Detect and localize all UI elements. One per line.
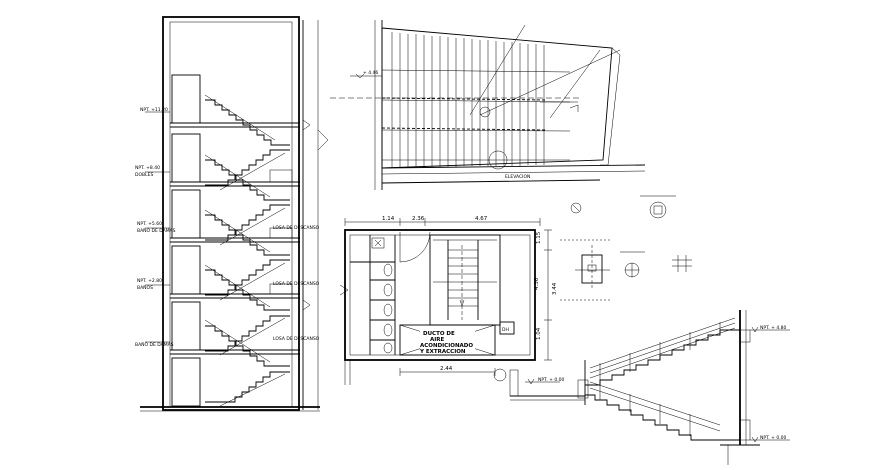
level-label: NPT. +2.80 — [137, 278, 162, 284]
duct-note-line: Y EXTRACCION — [419, 349, 466, 355]
dim-right-2: 4.36 — [534, 277, 540, 290]
level-note: BAÑOS — [137, 284, 153, 291]
toilet-fixtures — [383, 263, 393, 354]
level-top: NPT. + 4.80 — [760, 325, 787, 331]
level-note: BAÑO DE DAMAS — [135, 341, 174, 348]
stair-elevation-top: + 4.46 ELEVACION — [330, 20, 646, 190]
stair-floor-plan: 1.14 2.36 4.67 — [339, 216, 558, 385]
level-mid: NPT. + 0.00 — [538, 377, 565, 383]
elevation-level: + 4.46 — [363, 70, 378, 76]
stair-section-left: NPT. +11.20 NPT. +8.40 DOBLES NPT. +5.60… — [135, 16, 329, 412]
detail-symbols — [560, 195, 692, 301]
dim-top-3: 4.67 — [475, 216, 488, 222]
plan-tag: DH — [502, 327, 509, 333]
level-bottom: NPT. + 0.00 — [760, 435, 787, 441]
level-note: DOBLES — [135, 172, 153, 178]
dim-top-1: 1.14 — [382, 216, 395, 222]
duct-note-line: ACONDICIONADO — [420, 343, 473, 349]
dim-top-2: 2.36 — [412, 216, 425, 222]
duct-note-line: AIRE — [430, 337, 445, 343]
level-label: NPT. +8.40 — [135, 165, 160, 171]
stair-treads-plan — [433, 239, 497, 307]
dim-right-4: 1.04 — [536, 327, 542, 340]
level-note: BAÑO DE DAMAS — [137, 227, 176, 234]
dim-right-1: 1.15 — [536, 231, 542, 244]
plan-outer-wall — [344, 229, 536, 361]
callout: LOSA DE DESCANSO — [273, 225, 320, 231]
section-outer-wall — [162, 16, 300, 411]
stair-flights-section — [205, 99, 290, 403]
stair-section-bottom-right: NPT. + 0.00 NPT. + 4.80 NPT. + 0.00 — [493, 310, 790, 465]
callout: LOSA DE DESCANSO — [273, 281, 320, 287]
elevation-label: ELEVACION — [505, 174, 530, 180]
dim-bottom: 2.44 — [440, 366, 453, 372]
callout: LOSA DE DESCANSO — [273, 336, 320, 342]
level-label: NPT. +5.60 — [137, 221, 162, 227]
level-label: NPT. +11.20 — [140, 107, 168, 113]
balusters — [391, 32, 545, 167]
dim-right-3: 3.44 — [552, 282, 558, 295]
duct-note-line: DUCTO DE — [423, 331, 455, 337]
